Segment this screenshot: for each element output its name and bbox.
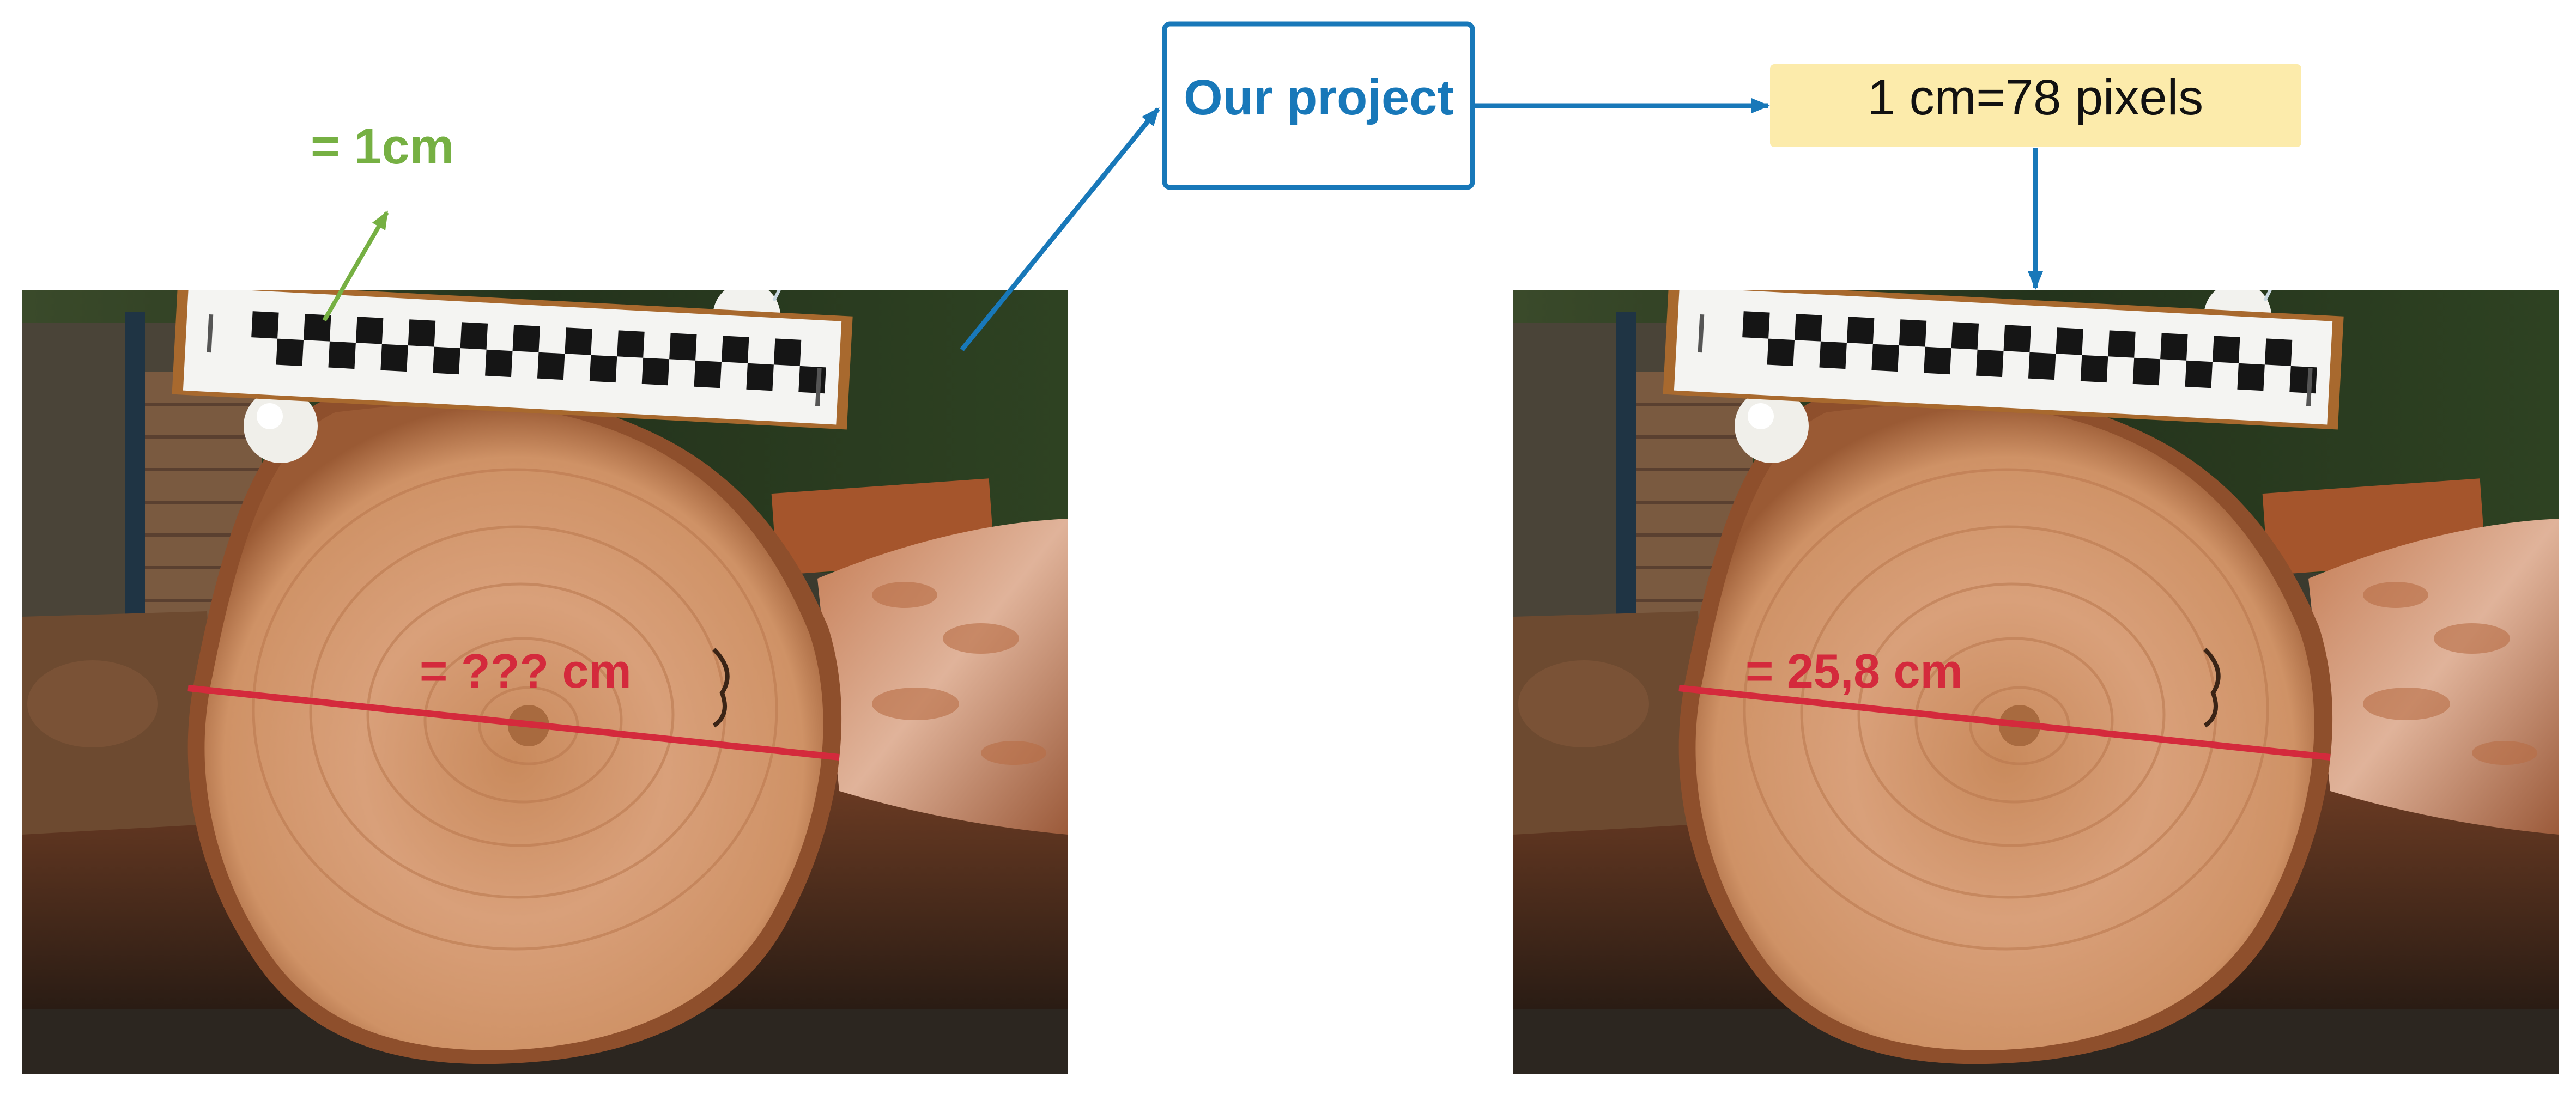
scale-arrow bbox=[322, 210, 389, 322]
project-box: Our project bbox=[1162, 21, 1475, 190]
photo-to-project-arrow bbox=[960, 107, 1160, 351]
diameter-line-right bbox=[1678, 685, 2331, 761]
project-label: Our project bbox=[1184, 70, 1454, 125]
conversion-label: 1 cm=78 pixels bbox=[1868, 70, 2203, 125]
right-photo bbox=[1513, 281, 2559, 1074]
unknown-measure-label: = ??? cm bbox=[420, 644, 632, 698]
result-measure-label: = 25,8 cm bbox=[1745, 644, 1963, 698]
conversion-note: 1 cm=78 pixels bbox=[1770, 64, 2301, 147]
scale-label: = 1cm bbox=[311, 119, 454, 174]
diameter-line-left bbox=[187, 685, 840, 761]
